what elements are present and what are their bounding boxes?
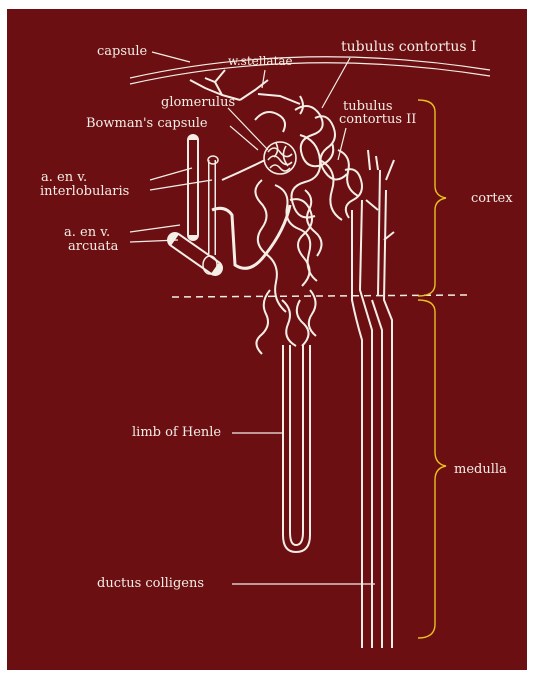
braces <box>418 100 446 638</box>
label-glomerulus: glomerulus <box>161 95 235 110</box>
medulla-brace <box>418 300 446 638</box>
henle-loop <box>283 345 310 552</box>
label-interlobularis-line2: interlobularis <box>40 184 129 199</box>
cortex-brace <box>418 100 446 296</box>
arcuate-vessels <box>175 140 290 274</box>
leader-lines <box>130 52 375 584</box>
label-capsule: capsule <box>97 44 147 59</box>
label-medulla: medulla <box>454 462 507 477</box>
label-bowmans-capsule: Bowman's capsule <box>86 116 208 131</box>
label-limb-of-henle: limb of Henle <box>132 425 221 440</box>
label-arcuata-line1: a. en v. <box>64 225 110 240</box>
label-tubulus-contortus-2-line2: contortus II <box>339 112 416 127</box>
collecting-ducts <box>352 150 394 648</box>
label-cortex: cortex <box>471 191 513 206</box>
glomerulus-tuft <box>264 142 296 174</box>
label-tubulus-contortus-1: tubulus contortus I <box>341 40 477 55</box>
label-w-stellatae: w.stellatae <box>228 54 293 69</box>
label-ductus-colligens: ductus colligens <box>97 576 204 591</box>
convoluted-tubules <box>255 96 362 354</box>
label-arcuata-line2: arcuata <box>68 239 118 254</box>
label-interlobularis-line1: a. en v. <box>41 170 87 185</box>
